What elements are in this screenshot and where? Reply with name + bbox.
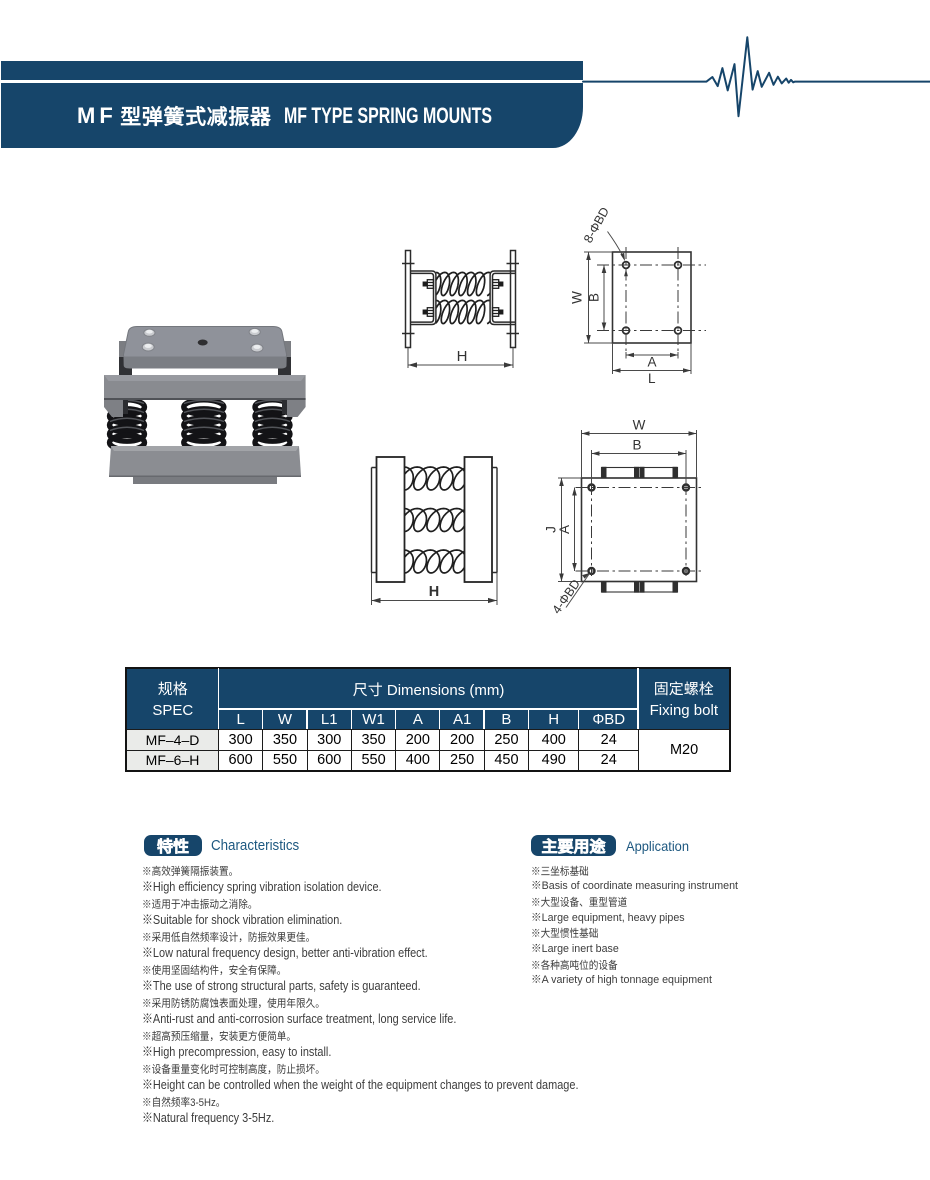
svg-text:A: A <box>557 525 572 534</box>
svg-text:B: B <box>632 438 641 453</box>
svg-text:H: H <box>429 584 439 600</box>
svg-text:J: J <box>544 526 559 533</box>
svg-text:W: W <box>633 418 646 433</box>
svg-text:4-ΦBD: 4-ΦBD <box>549 577 583 617</box>
svg-text:8-ΦBD: 8-ΦBD <box>581 205 612 245</box>
svg-text:L: L <box>648 371 656 386</box>
svg-text:A: A <box>647 355 656 370</box>
svg-text:H: H <box>457 348 468 365</box>
svg-text:B: B <box>587 293 602 302</box>
svg-text:W: W <box>570 291 585 304</box>
